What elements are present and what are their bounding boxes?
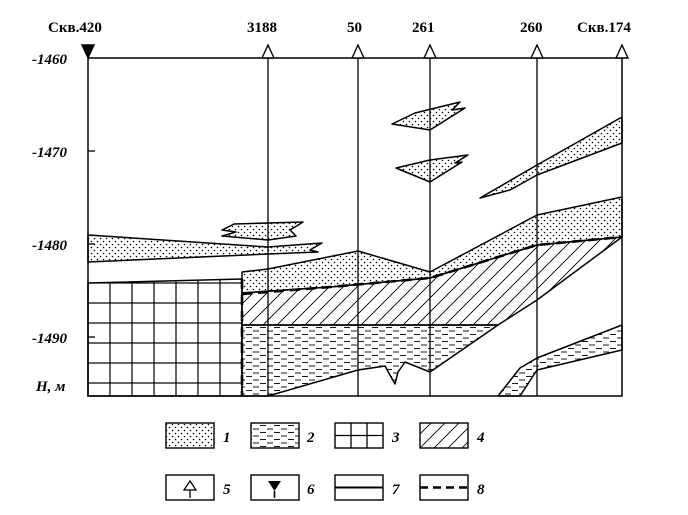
depth-axis-unit: H, м [35, 379, 65, 395]
well-label-50: 50 [347, 20, 362, 36]
sandstone-lens-3188 [221, 221, 304, 241]
clay-body [241, 324, 499, 397]
open-triangle-icon [614, 43, 630, 59]
well-label-3188: 3188 [247, 20, 277, 36]
open-triangle-icon [350, 43, 366, 59]
depth-label-1480: -1480 [32, 238, 67, 254]
svg-text:2: 2 [306, 430, 315, 446]
depth-label-1490: -1490 [32, 331, 67, 347]
well-lines [267, 58, 538, 396]
dashed-contact-line [241, 235, 623, 296]
legend-item-solid-line: 7 [334, 474, 400, 501]
legend-item-open-well: 5 [165, 474, 231, 501]
svg-text:8: 8 [477, 482, 485, 498]
limestone-body [87, 278, 243, 397]
depth-label-1470: -1470 [32, 145, 67, 161]
well-label-261: 261 [412, 20, 435, 36]
sandstone-lens-upper [391, 101, 466, 131]
depth-ticks [88, 150, 95, 338]
legend-item-reference-well: 6 [250, 474, 315, 501]
open-triangle-icon [529, 43, 545, 59]
well-label-skv174: Скв.174 [577, 20, 631, 36]
filled-triangle-icon [80, 44, 96, 60]
svg-text:1: 1 [223, 430, 231, 446]
legend-item-limestone: 3 [334, 422, 400, 449]
clay-lens-right [497, 324, 623, 397]
svg-text:3: 3 [391, 430, 400, 446]
well-markers [80, 43, 630, 60]
filled-triangle-icon [268, 481, 281, 491]
svg-text:6: 6 [307, 482, 315, 498]
well-label-260: 260 [520, 20, 543, 36]
depth-label-1460: -1460 [32, 52, 67, 68]
svg-text:4: 4 [476, 430, 485, 446]
legend-item-sandstone: 1 [165, 422, 231, 449]
well-label-skv420: Скв.420 [48, 20, 102, 36]
open-triangle-icon [422, 43, 438, 59]
legend: 1 2 3 4 5 6 [165, 422, 485, 501]
svg-text:7: 7 [392, 482, 400, 498]
legend-item-dashed-line: 8 [419, 474, 485, 501]
legend-item-oil-saturated: 4 [419, 422, 485, 449]
legend-item-clay: 2 [250, 422, 315, 449]
sandstone-wedge-right [479, 116, 623, 199]
svg-text:5: 5 [223, 482, 231, 498]
strata [87, 101, 623, 397]
open-triangle-icon [260, 43, 276, 59]
sandstone-left [87, 234, 323, 263]
sandstone-lens-middle [395, 154, 469, 183]
